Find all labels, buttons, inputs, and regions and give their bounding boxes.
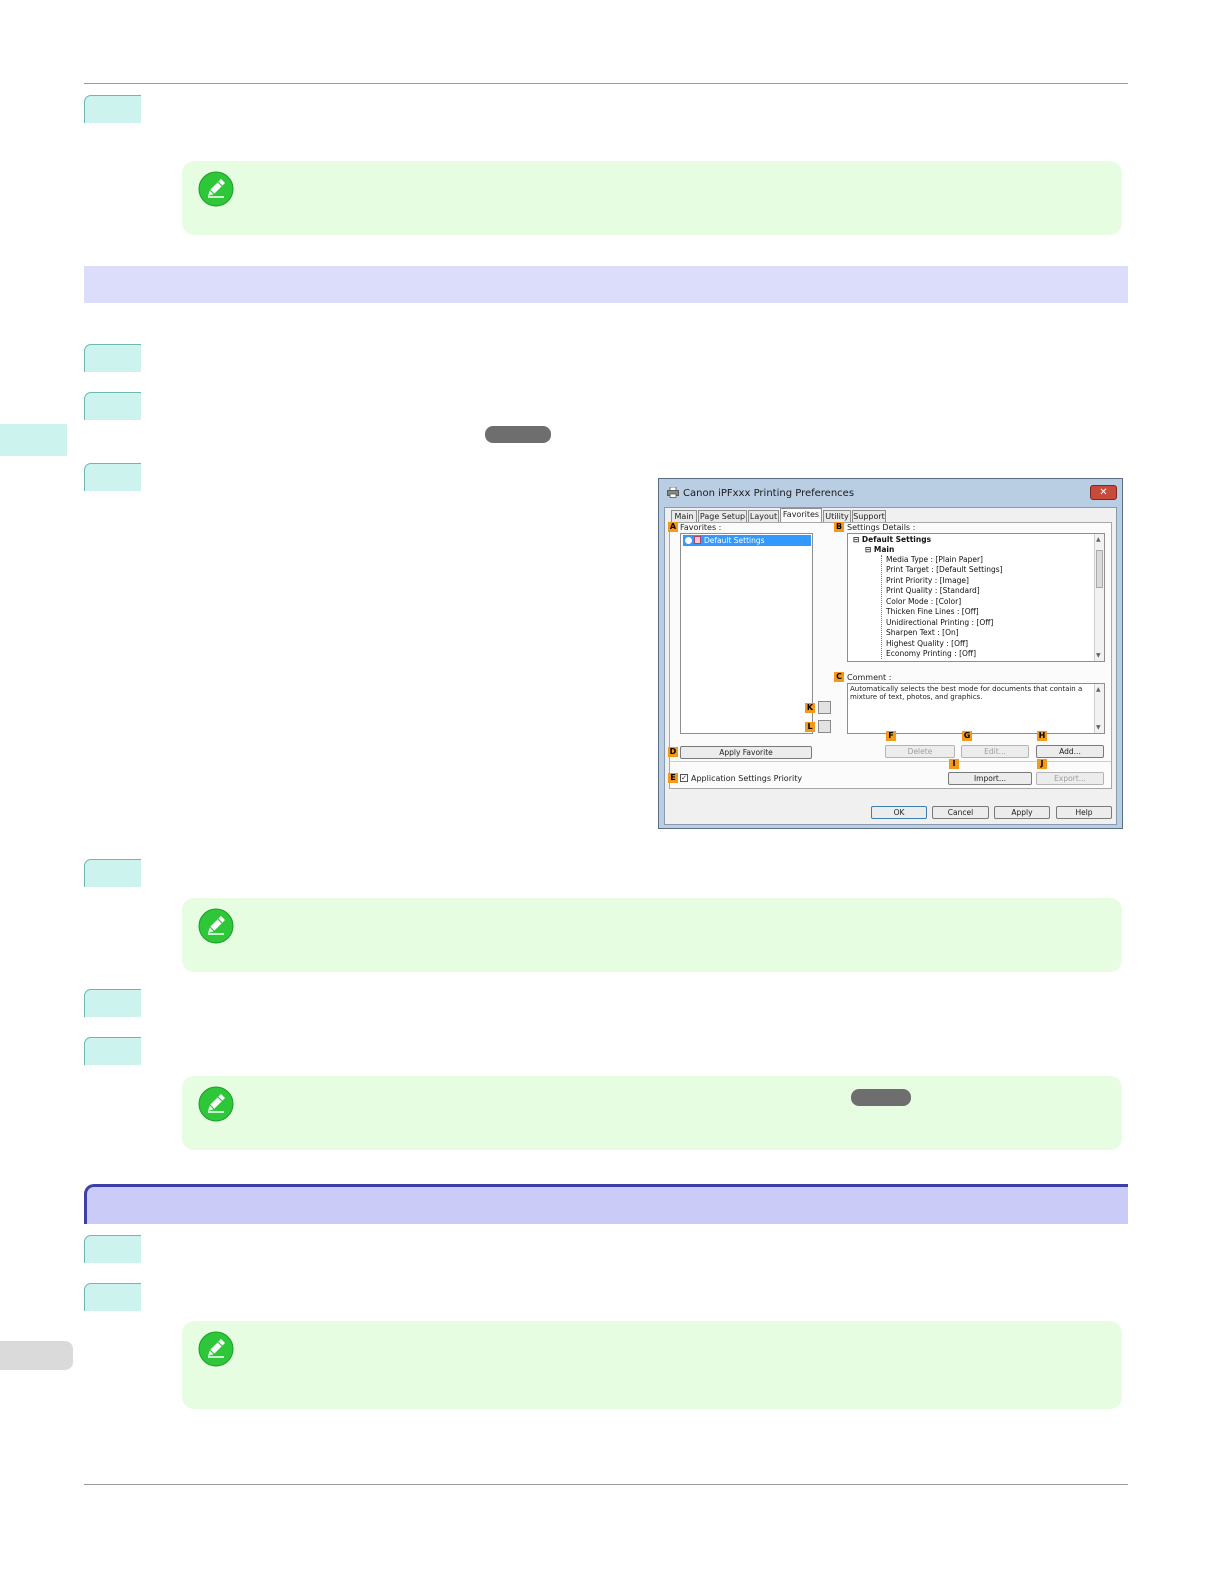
export-button[interactable]: Export... [1036,772,1104,785]
tree-item: Unidirectional Printing : [Off] [886,618,994,627]
tree-item: Highest Quality : [Off] [886,639,969,648]
tab-favorites[interactable]: Favorites [780,508,822,523]
tree-item: Sharpen Text : [On] [886,628,959,637]
reference-link-pill[interactable] [485,426,551,443]
close-icon: ✕ [1099,487,1108,498]
move-up-icon[interactable] [818,701,831,714]
note-box [182,1076,1122,1150]
settings-details-label: Settings Details : [847,523,916,532]
tree-item: Print Target : [Default Settings] [886,565,1003,574]
marker-d: D [668,747,678,757]
tree-item: Print Priority : [Image] [886,576,969,585]
tree-item: Color Mode : [Color] [886,597,962,606]
step-box [84,859,141,887]
marker-k: K [805,703,815,713]
app-priority-checkbox[interactable]: ✓ [680,774,688,782]
section-heading-bar [84,266,1128,303]
marker-l: L [805,722,815,732]
app-priority-label: Application Settings Priority [691,774,803,783]
marker-e: E [668,773,678,783]
footer-rule [84,1484,1128,1485]
section-heading-bar [84,1184,1128,1224]
scroll-up-icon[interactable]: ▲ [1096,686,1101,693]
divider [670,761,1111,762]
apply-button[interactable]: Apply [994,806,1050,819]
header-rule [84,83,1128,84]
step-box [84,989,141,1017]
tab-support[interactable]: Support [852,510,886,522]
printer-icon [667,487,679,498]
tab-main[interactable]: Main [671,510,697,522]
add-button[interactable]: Add... [1036,745,1104,758]
step-box [84,1235,141,1263]
import-button[interactable]: Import... [948,772,1032,785]
ok-button[interactable]: OK [871,806,927,819]
step-box [84,1037,141,1065]
marker-g: G [962,731,972,741]
scroll-thumb[interactable] [1096,550,1103,588]
marker-a: A [668,522,678,532]
step-box [84,344,141,372]
tree-group: ⊟ Main [865,545,895,554]
scroll-up-icon[interactable]: ▲ [1096,536,1101,543]
move-down-icon[interactable] [818,720,831,733]
step-box [84,95,141,123]
tab-utility[interactable]: Utility [823,510,851,522]
note-box [182,161,1122,235]
note-box [182,1321,1122,1409]
step-box [84,1283,141,1311]
favorite-check-icon [685,537,692,544]
comment-text: Automatically selects the best mode for … [850,685,1083,701]
document-icon [694,536,701,544]
cancel-button[interactable]: Cancel [932,806,989,819]
page-side-tab [0,1341,73,1370]
tree-item: Economy Printing : [Off] [886,649,976,658]
printing-preferences-dialog: Canon iPFxxx Printing Preferences ✕ Main… [658,478,1123,829]
delete-button[interactable]: Delete [885,745,955,758]
tab-page-setup[interactable]: Page Setup [698,510,747,522]
pencil-note-icon [198,908,234,944]
help-button[interactable]: Help [1056,806,1112,819]
favorites-panel: A Favorites : Default Settings K L B Set… [668,522,1112,789]
chapter-side-tab [0,424,67,456]
dialog-title: Canon iPFxxx Printing Preferences [683,488,855,499]
reference-link-pill[interactable] [851,1089,911,1106]
settings-details-tree[interactable]: ⊟ Default Settings ⊟ Main Media Type : [… [847,533,1105,662]
favorites-label: Favorites : [680,523,722,532]
close-button[interactable]: ✕ [1090,485,1117,500]
dialog-client-area: Main Page Setup Layout Favorites Utility… [664,507,1117,825]
settings-scrollbar[interactable]: ▲ ▼ [1094,534,1104,661]
pencil-note-icon [198,1331,234,1367]
tree-item: Media Type : [Plain Paper] [886,555,983,564]
scroll-down-icon[interactable]: ▼ [1096,652,1101,659]
edit-button[interactable]: Edit... [961,745,1029,758]
dialog-title-bar: Canon iPFxxx Printing Preferences ✕ [659,479,1122,507]
tree-root: ⊟ Default Settings [853,535,932,544]
apply-favorite-button[interactable]: Apply Favorite [680,746,812,759]
note-box [182,898,1122,972]
pencil-note-icon [198,171,234,207]
marker-b: B [834,522,844,532]
scroll-down-icon[interactable]: ▼ [1096,724,1101,731]
comment-label: Comment : [847,673,892,682]
favorites-list[interactable]: Default Settings [680,533,813,734]
pencil-note-icon [198,1086,234,1122]
marker-h: H [1037,731,1047,741]
step-box [84,392,141,420]
checkmark-icon: ✓ [681,774,687,782]
marker-j: J [1037,759,1047,769]
marker-f: F [886,731,896,741]
favorite-item-label: Default Settings [704,536,765,545]
comment-box[interactable]: Automatically selects the best mode for … [847,683,1105,734]
tab-layout[interactable]: Layout [748,510,779,522]
comment-scrollbar[interactable]: ▲ ▼ [1094,684,1104,733]
marker-c: C [834,672,844,682]
tree-item: Thicken Fine Lines : [Off] [886,607,979,616]
list-item[interactable]: Default Settings [683,535,811,546]
tree-guide [881,555,883,659]
marker-i: I [949,759,959,769]
step-box [84,463,141,491]
tree-item: Print Quality : [Standard] [886,586,980,595]
